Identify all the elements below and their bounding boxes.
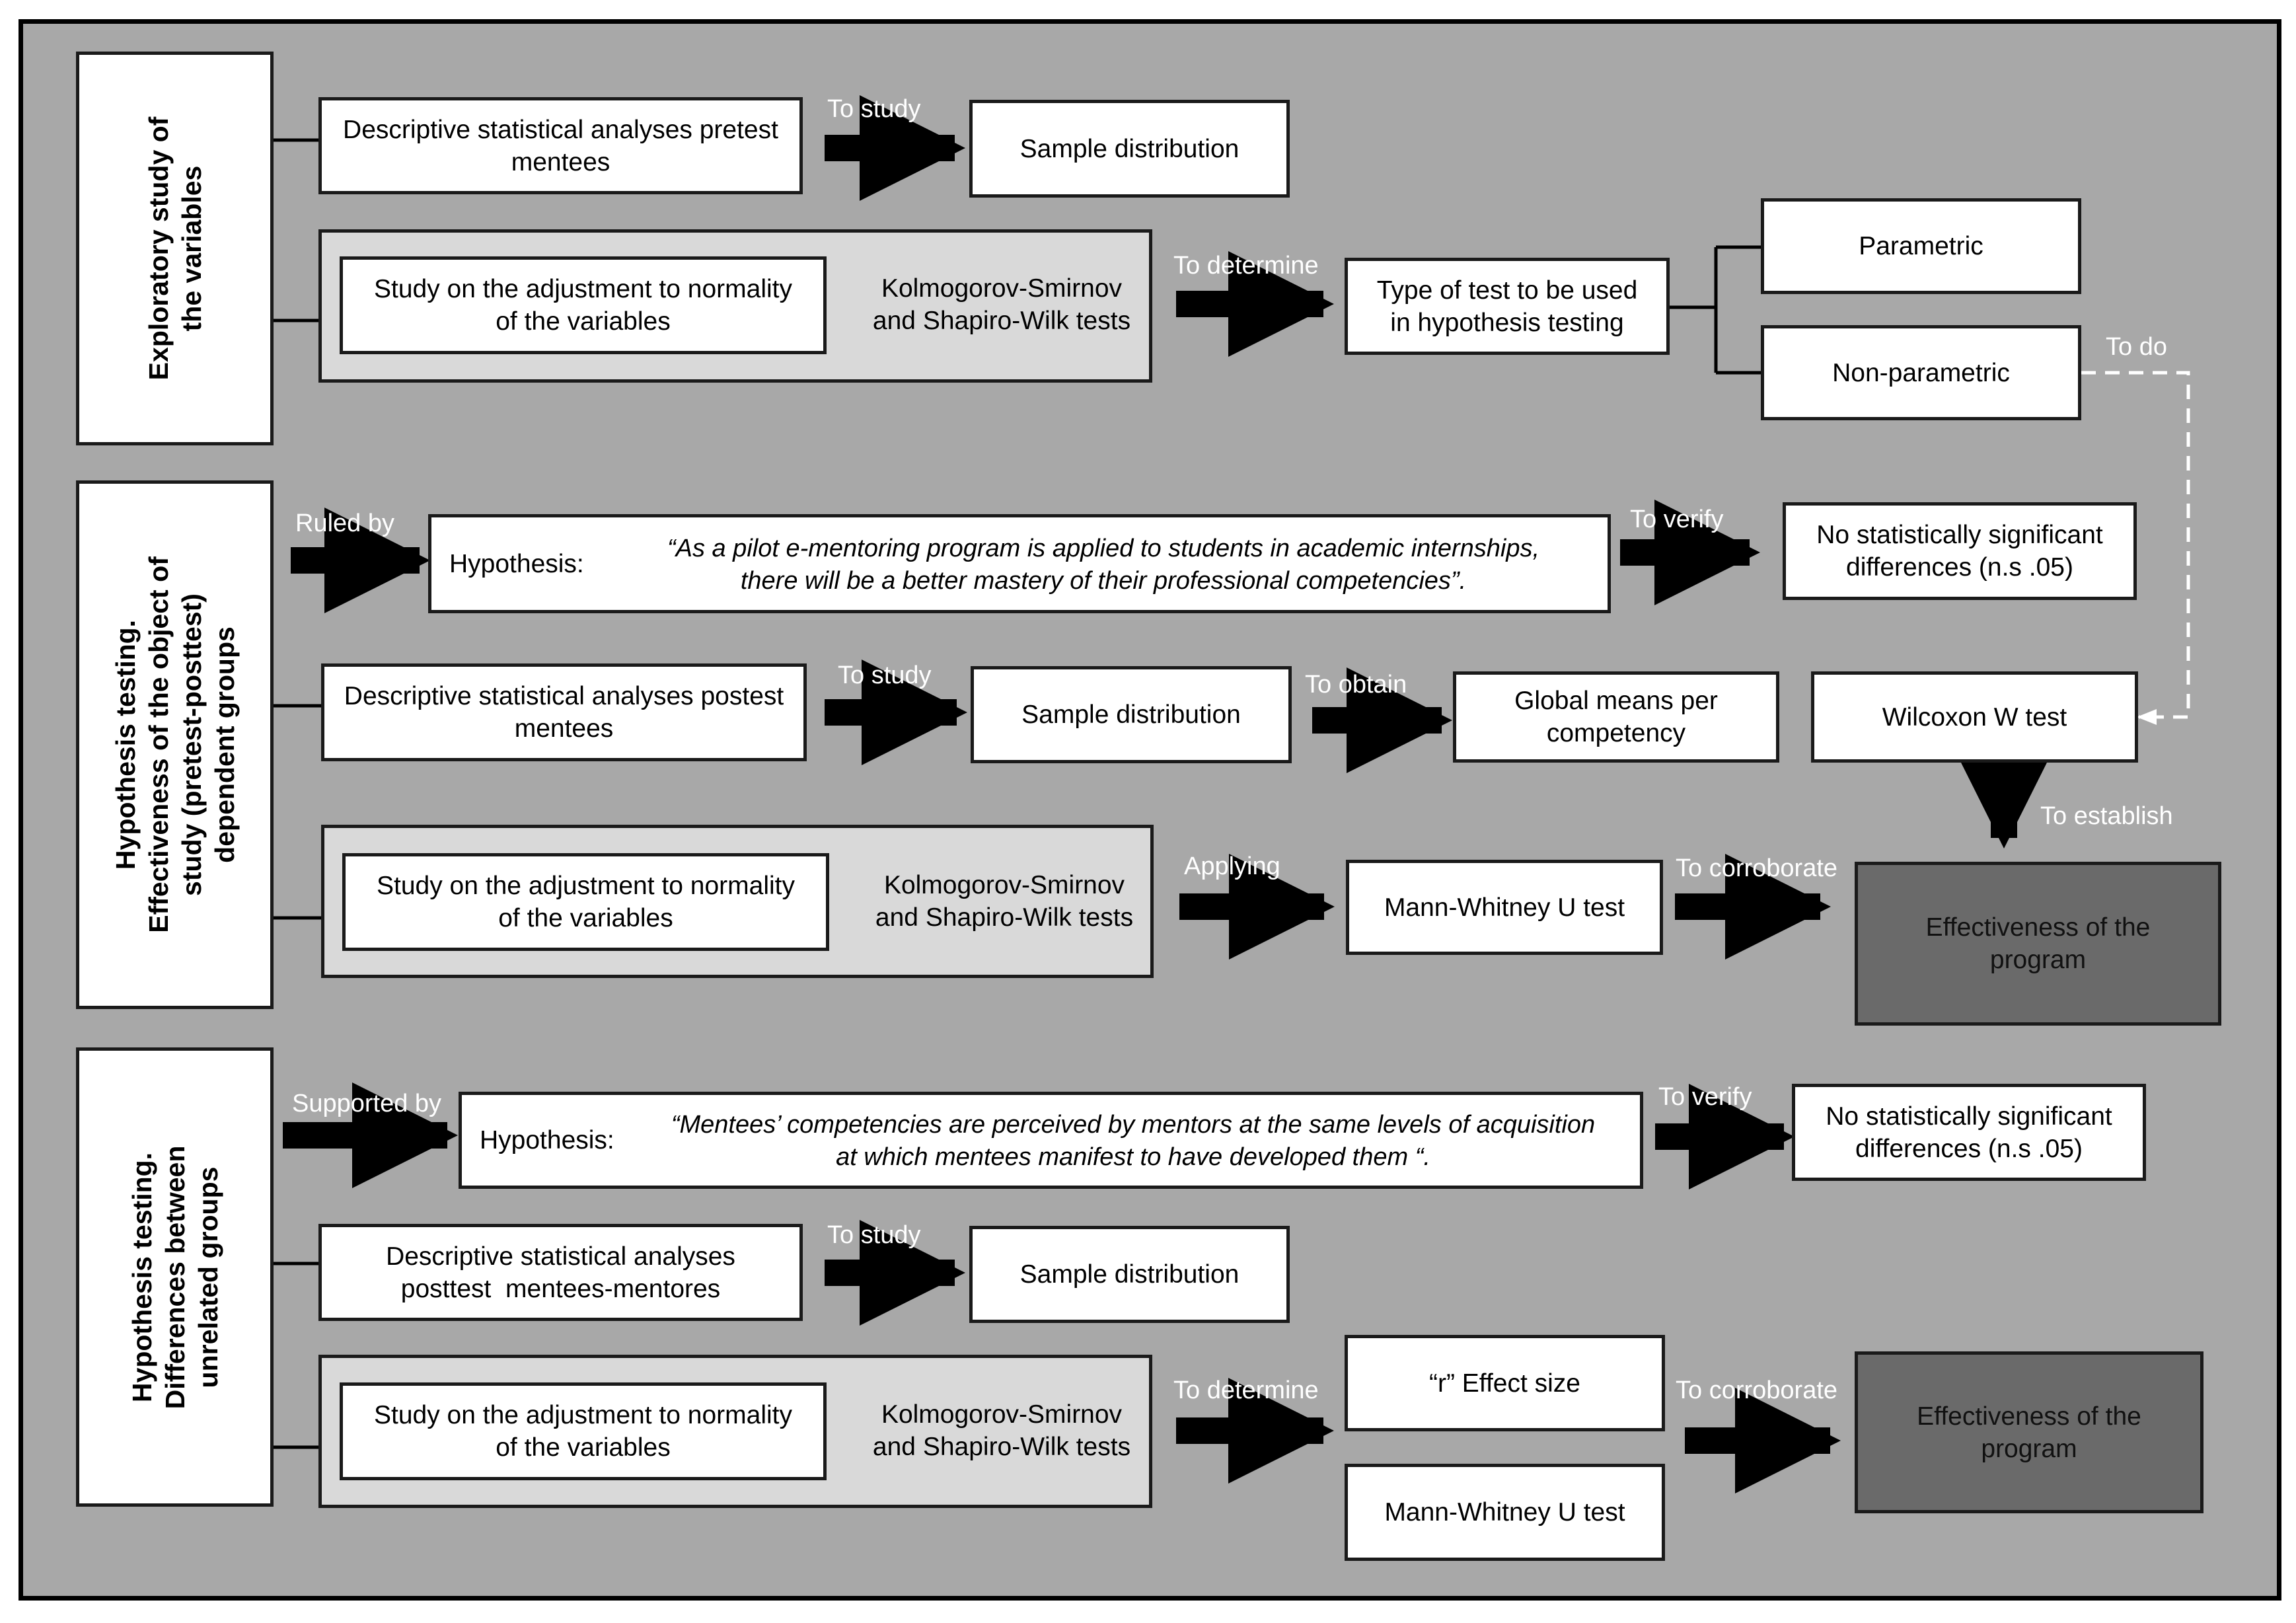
s3-to-determine-label: To determine xyxy=(1173,1377,1319,1404)
s1-non-parametric-box: Non-parametric xyxy=(1761,325,2081,420)
section-3-title-box: Hypothesis testing. Differences between … xyxy=(76,1047,274,1507)
s1-tests-text: Kolmogorov-Smirnov and Shapiro-Wilk test… xyxy=(872,274,1131,335)
s3-normality-box: Study on the adjustment to normality of … xyxy=(340,1382,827,1480)
s2-global-means-box: Global means per competency xyxy=(1453,671,1779,763)
s3-hypothesis-text: “Mentees’ competencies are perceived by … xyxy=(671,1111,1596,1171)
s3-no-significant-box: No statistically significant differences… xyxy=(1792,1084,2146,1181)
s2-hypothesis-prefix: Hypothesis: xyxy=(449,550,584,578)
s2-normality-box: Study on the adjustment to normality of … xyxy=(342,853,829,951)
s2-mann-whitney-box: Mann-Whitney U test xyxy=(1346,860,1663,955)
s2-to-study-label: To study xyxy=(838,661,932,689)
s3-bracket-line xyxy=(274,1262,318,1449)
s3-supported-by-label: Supported by xyxy=(292,1090,442,1117)
section-1-title-box: Exploratory study of the variables xyxy=(76,52,274,445)
section-3-title: Hypothesis testing. Differences between … xyxy=(126,1145,223,1409)
s1-parametric-box: Parametric xyxy=(1761,198,2081,294)
s3-descriptive-box: Descriptive statistical analyses posttes… xyxy=(318,1224,803,1321)
s3-hypothesis-prefix: Hypothesis: xyxy=(480,1126,614,1154)
s1-to-study-label: To study xyxy=(827,95,921,123)
s2-to-verify-label: To verify xyxy=(1630,506,1724,533)
s3-to-verify-label: To verify xyxy=(1658,1083,1752,1111)
section-2-title: Hypothesis testing. Effectiveness of the… xyxy=(110,556,240,933)
branch-lines xyxy=(1670,245,1761,375)
s3-to-study-label: To study xyxy=(827,1221,921,1249)
s2-bracket-line xyxy=(274,704,321,920)
s2-no-significant-box: No statistically significant differences… xyxy=(1783,502,2137,600)
section-1-title: Exploratory study of the variables xyxy=(143,116,207,381)
s2-applying-label: Applying xyxy=(1184,852,1280,880)
s2-hypothesis-box xyxy=(428,514,1611,613)
s2-tests-text: Kolmogorov-Smirnov and Shapiro-Wilk test… xyxy=(875,871,1134,932)
s3-effect-size-box: “r” Effect size xyxy=(1345,1335,1665,1431)
s2-hypothesis-text: “As a pilot e-mentoring program is appli… xyxy=(667,535,1540,595)
s2-to-obtain-label: To obtain xyxy=(1305,671,1407,698)
s3-mann-whitney-box: Mann-Whitney U test xyxy=(1345,1464,1665,1561)
s1-descriptive-box: Descriptive statistical analyses pretest… xyxy=(318,97,803,194)
s2-effectiveness-box: Effectiveness of the program xyxy=(1855,862,2221,1026)
s2-wilcoxon-box: Wilcoxon W test xyxy=(1811,671,2138,763)
s1-normality-box: Study on the adjustment to normality of … xyxy=(340,256,827,354)
section-2-title-box: Hypothesis testing. Effectiveness of the… xyxy=(76,480,274,1009)
s1-to-do-label: To do xyxy=(2106,333,2167,361)
arrow-group xyxy=(283,95,2057,1493)
s2-ruled-by-label: Ruled by xyxy=(295,510,394,537)
s1-bracket-line xyxy=(274,138,318,322)
s1-type-of-test-box: Type of test to be used in hypothesis te… xyxy=(1345,258,1670,355)
s3-to-corroborate-label: To corroborate xyxy=(1676,1377,1838,1404)
s3-effectiveness-box: Effectiveness of the program xyxy=(1855,1351,2203,1513)
s3-hypothesis-box xyxy=(459,1092,1643,1189)
s2-to-establish-label: To establish xyxy=(2040,802,2173,830)
s3-sample-distribution-box: Sample distribution xyxy=(969,1226,1290,1323)
s2-sample-distribution-box: Sample distribution xyxy=(971,666,1292,763)
s2-descriptive-box: Descriptive statistical analyses postest… xyxy=(321,663,807,761)
s1-sample-distribution-box: Sample distribution xyxy=(969,100,1290,198)
dashed-connector xyxy=(2081,371,2190,725)
s2-to-corroborate-label: To corroborate xyxy=(1676,854,1838,882)
s1-to-determine-label: To determine xyxy=(1173,252,1319,280)
s3-tests-text: Kolmogorov-Smirnov and Shapiro-Wilk test… xyxy=(872,1400,1131,1461)
